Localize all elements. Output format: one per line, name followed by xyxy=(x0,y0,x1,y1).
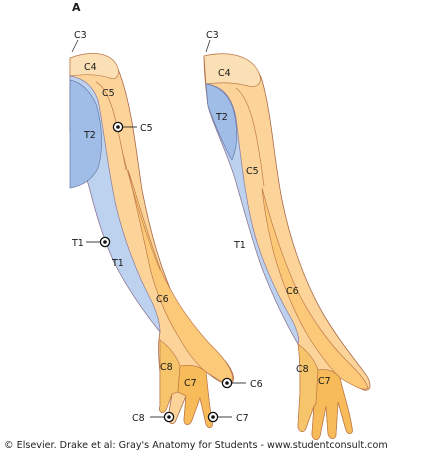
left-label-c5: C5 xyxy=(102,88,115,99)
callout-label-c6: C6 xyxy=(250,379,263,390)
left-label-c8: C8 xyxy=(160,362,173,373)
right-label-c7: C7 xyxy=(318,376,331,387)
left-label-c4: C4 xyxy=(84,62,97,73)
callout-t1: T1 xyxy=(71,236,111,249)
right-c6-region xyxy=(261,187,369,390)
left-t2-region xyxy=(69,79,102,189)
right-label-t2: T2 xyxy=(215,112,228,123)
left-label-t1: T1 xyxy=(111,258,124,269)
right-t2-region xyxy=(205,83,238,161)
left-label-t2: T2 xyxy=(83,130,96,141)
left-label-c3: C3 xyxy=(74,30,87,41)
callout-label-c5: C5 xyxy=(140,123,153,134)
callout-c5: C5 xyxy=(112,121,153,134)
copyright-credit: © Elsevier. Drake et al: Gray's Anatomy … xyxy=(4,440,388,451)
right-c7-region xyxy=(311,369,353,440)
right-label-c8: C8 xyxy=(296,364,309,375)
callout-c6: C6 xyxy=(221,377,263,390)
left-c7-region xyxy=(177,364,213,428)
left-label-c7: C7 xyxy=(184,378,197,389)
left-arm: C3 C4 C5 T2 T1 C6 C8 C7 C5 T1 C6 xyxy=(69,30,263,428)
right-arm: C3 C4 T2 C5 T1 C6 C8 C7 xyxy=(203,30,371,440)
right-label-c6: C6 xyxy=(286,286,299,297)
left-label-c6: C6 xyxy=(156,294,169,305)
left-c8-region xyxy=(159,339,181,413)
right-label-c5: C5 xyxy=(246,166,259,177)
callout-label-c8: C8 xyxy=(132,413,145,424)
left-c4-region xyxy=(69,53,119,79)
callout-c7: C7 xyxy=(207,411,249,424)
callout-label-c7: C7 xyxy=(236,413,249,424)
right-c8-region xyxy=(297,343,319,432)
right-label-t1: T1 xyxy=(233,240,246,251)
panel-letter: A xyxy=(72,1,81,14)
right-c4-region xyxy=(203,53,261,87)
right-label-c4: C4 xyxy=(218,68,231,79)
callout-c8: C8 xyxy=(132,411,175,424)
right-label-c3: C3 xyxy=(206,30,219,41)
callout-label-t1: T1 xyxy=(71,238,84,249)
